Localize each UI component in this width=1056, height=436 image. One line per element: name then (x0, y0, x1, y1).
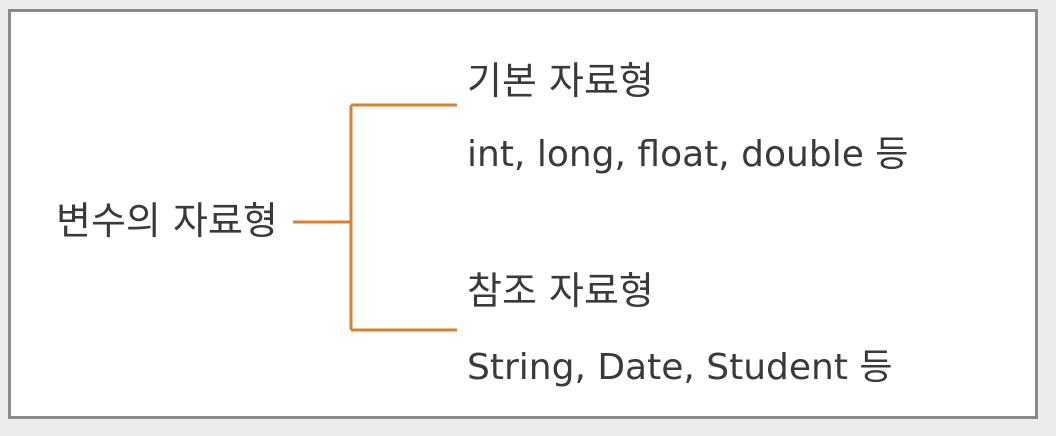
tree-connector (293, 103, 457, 332)
branch-2-detail: String, Date, Student 등 (467, 347, 893, 388)
branch-1-title: 기본 자료형 (467, 59, 654, 103)
branch-2-title: 참조 자료형 (467, 269, 654, 313)
branch-1-detail: int, long, float, double 등 (467, 134, 909, 175)
diagram-frame: 변수의 자료형 기본 자료형 int, long, float, double … (8, 9, 1038, 419)
root-label: 변수의 자료형 (56, 199, 278, 243)
